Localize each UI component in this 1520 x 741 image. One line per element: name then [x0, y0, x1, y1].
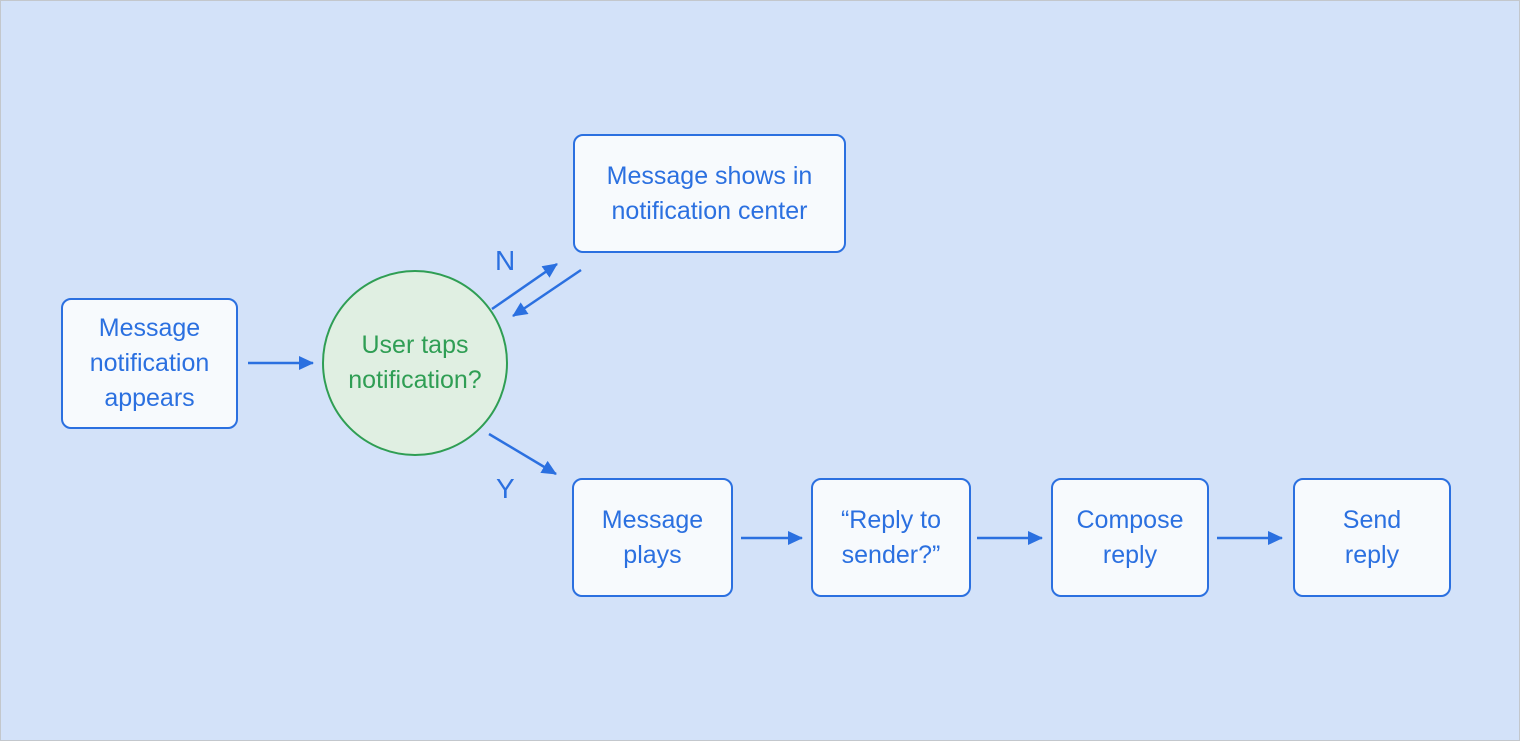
node-label: “Reply to sender?”: [840, 505, 942, 569]
node-label: Compose reply: [1076, 505, 1184, 569]
node-reply-to-sender: “Reply to sender?”: [811, 478, 971, 597]
node-label: Send reply: [1342, 505, 1402, 569]
node-label: User taps notification?: [348, 331, 482, 394]
node-label: Message plays: [601, 505, 704, 569]
node-message-plays: Message plays: [572, 478, 733, 597]
edge-notification-center-to-decision: [512, 268, 582, 318]
node-user-taps-notification: User taps notification?: [322, 270, 508, 456]
node-send-reply: Send reply: [1293, 478, 1451, 597]
node-message-shows-in-notification-center: Message shows in notification center: [573, 134, 846, 253]
node-label: Message shows in notification center: [606, 161, 813, 225]
edge-label-yes: Y: [496, 473, 515, 504]
node-compose-reply: Compose reply: [1051, 478, 1209, 597]
edge-decision-to-message-plays: [488, 432, 557, 476]
node-message-notification-appears: Message notification appears: [61, 298, 238, 429]
node-label: Message notification appears: [89, 314, 210, 412]
edge-label-no: N: [495, 245, 516, 276]
